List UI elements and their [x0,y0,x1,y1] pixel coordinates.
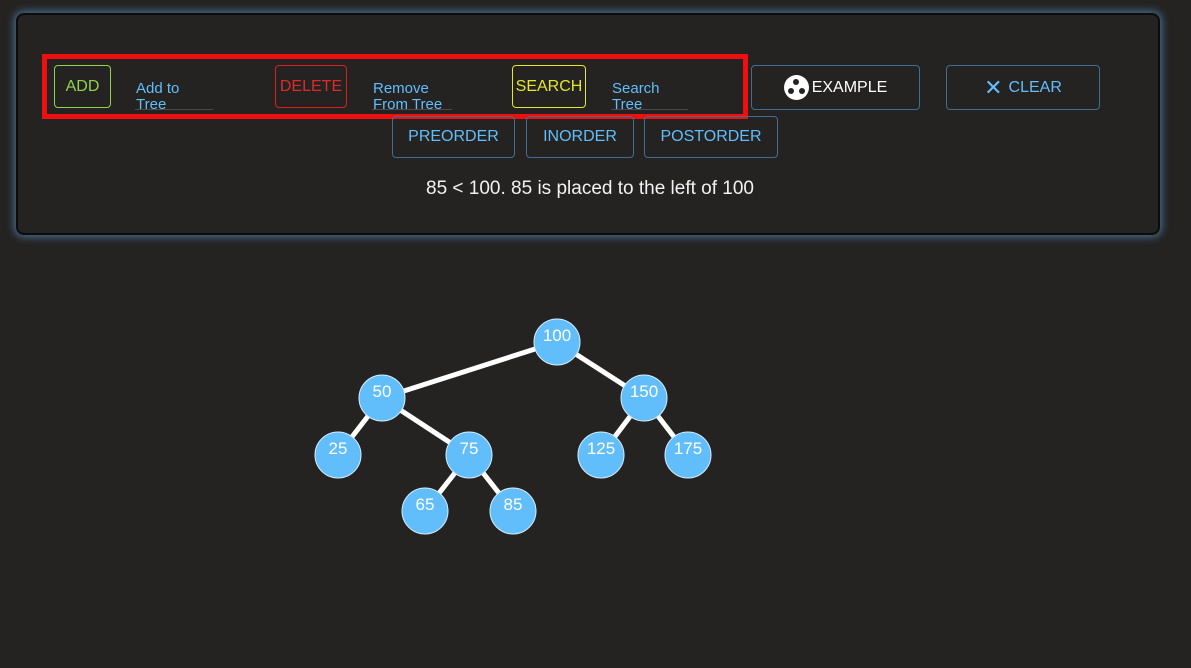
tree-node-label: 175 [674,439,702,458]
tree-edges [336,339,690,513]
tree-node-circle [620,374,668,422]
clear-button-label: CLEAR [1008,78,1062,96]
tree-node-65: 65 [401,487,449,535]
preorder-button[interactable]: PREORDER [392,116,515,158]
tree-node-label: 75 [460,439,479,458]
tree-node-circle [664,431,712,479]
search-button[interactable]: SEARCH [512,65,586,108]
clear-button[interactable]: ✕ CLEAR [946,65,1100,110]
tree-node-label: 50 [373,382,392,401]
tree-node-25: 25 [314,431,362,479]
tree-edge-100-50 [381,339,558,401]
close-icon: ✕ [984,74,1003,100]
tree-node-label: 125 [587,439,615,458]
delete-button[interactable]: DELETE [275,65,347,108]
add-value-input[interactable] [135,80,213,110]
tree-node-circle [445,431,493,479]
status-message: 85 < 100. 85 is placed to the left of 10… [426,178,754,199]
postorder-button[interactable]: POSTORDER [644,116,778,158]
tree-node-75: 75 [445,431,493,479]
tree-node-label: 100 [543,326,571,345]
control-panel [16,13,1160,235]
tree-node-85: 85 [489,487,537,535]
tree-node-circle [577,431,625,479]
tree-node-175: 175 [664,431,712,479]
search-value-input[interactable] [611,80,688,110]
tree-node-125: 125 [577,431,625,479]
example-button[interactable]: EXAMPLE [751,65,920,110]
tree-node-circle [358,374,406,422]
tree-node-label: 150 [630,382,658,401]
example-button-label: EXAMPLE [811,78,888,96]
remove-value-input[interactable] [372,80,452,110]
tree-nodes: 100 50 150 25 75 125 175 65 85 [314,318,712,535]
tree-node-circle [401,487,449,535]
tree-node-50: 50 [358,374,406,422]
tree-node-circle [533,318,581,366]
example-icon [783,75,809,100]
inorder-button[interactable]: INORDER [526,116,634,158]
tree-node-label: 65 [416,495,435,514]
tree-node-label: 85 [504,495,523,514]
add-button[interactable]: ADD [54,65,111,108]
tree-node-circle [314,431,362,479]
tree-node-label: 25 [329,439,348,458]
tree-node-150: 150 [620,374,668,422]
tree-node-circle [489,487,537,535]
tree-node-100: 100 [533,318,581,366]
